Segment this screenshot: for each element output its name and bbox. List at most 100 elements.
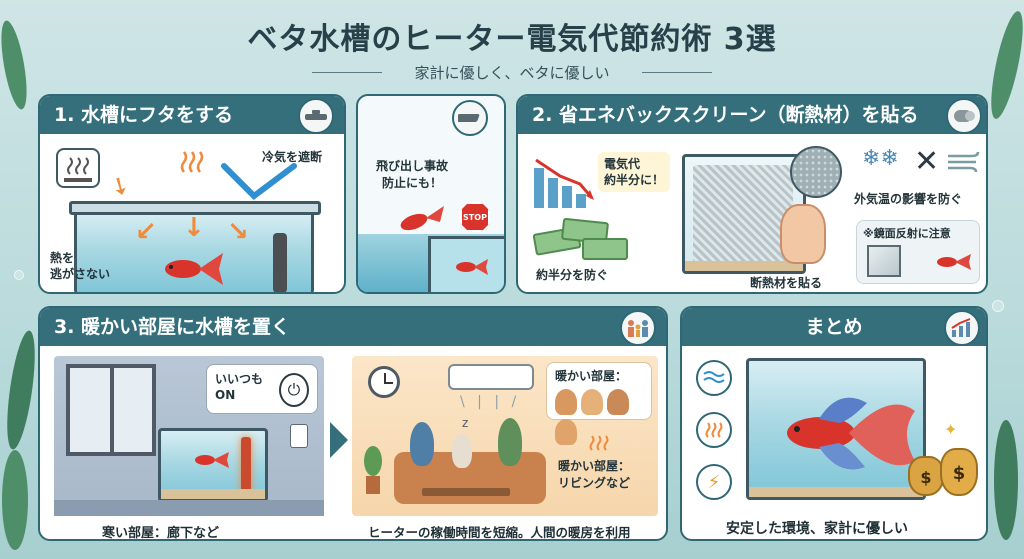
tank-sand <box>685 261 803 271</box>
transition-arrow-icon <box>330 422 348 458</box>
insulation-sheet <box>693 165 793 263</box>
money-bill-icon-3 <box>582 238 628 260</box>
heater-glowing-icon <box>241 437 251 493</box>
safety-note: 飛び出し事故 防止にも！ <box>376 159 449 190</box>
keep-heat-label: 熱を 逃がさない <box>50 251 111 281</box>
lid-icon <box>298 98 334 134</box>
section-insulation-header: 2. 省エネバックスクリーン（断熱材）を貼る <box>518 96 986 134</box>
half-cost-label: 電気代 約半分に！ <box>604 157 665 187</box>
cold-room-betta-icon <box>189 449 231 475</box>
page-title: ベタ水槽のヒーター電気代節約術 3選 <box>247 22 777 57</box>
window-icon <box>66 364 156 456</box>
money-bag-icon-1: $ <box>908 456 944 496</box>
warm-room-living-label: 暖かい部屋： リビングなど <box>558 459 631 490</box>
page-subtitle: 家計に優しく、ベタに優しい <box>414 64 610 82</box>
always-on-label: いいつも ON <box>215 372 264 402</box>
wind-icon <box>946 150 982 178</box>
warm-room-scene: \ | | / 暖かい部屋： 暖かい部屋： リビングなど z <box>352 356 658 516</box>
outside-temp-label: 外気温の影響を防ぐ <box>854 192 963 206</box>
heat-wave-icon <box>178 148 206 178</box>
section-warm-room-title: 3. 暖かい部屋に水槽を置く <box>54 316 291 338</box>
sparkle-icon: ✦ <box>944 420 958 439</box>
background-plants-right <box>984 0 1024 559</box>
air-conditioner-icon <box>448 364 534 390</box>
subtitle-line-right <box>642 72 712 73</box>
shorten-runtime-caption: ヒーターの稼働時間を短縮。人間の暖房を利用 <box>368 525 631 540</box>
lightning-icon: ⚡ <box>696 464 732 500</box>
cost-down-chart-icon <box>530 154 596 214</box>
hand-icon <box>780 204 826 264</box>
section-lid-title: 1. 水槽にフタをする <box>54 104 234 126</box>
cold-room-caption: 寒い部屋：廊下など <box>102 526 220 541</box>
jump-prevention-panel: 飛び出し事故 防止にも！ STOP <box>356 94 506 294</box>
insulation-closeup-icon <box>790 146 842 198</box>
sleep-mark: z <box>462 416 469 430</box>
section-insulation-panel: 2. 省エネバックスクリーン（断熱材）を貼る 電気代 約半分に！ 約半分を防ぐ … <box>516 94 988 294</box>
plug-icon: ⏻ <box>279 373 309 407</box>
bubble-1 <box>992 300 1004 312</box>
houseplant-icon <box>362 446 384 496</box>
section-warm-room-panel: 3. 暖かい部屋に水槽を置く いいつも ON ⏻ 寒い部屋： <box>38 306 668 541</box>
heat-circle-icon <box>696 412 732 448</box>
cold-deflect-arrow-icon <box>220 162 300 206</box>
section-warm-room-body: いいつも ON ⏻ 寒い部屋：廊下など \ | | / <box>40 346 666 541</box>
mirror-note-label: ※鏡面反射に注意 <box>863 227 951 240</box>
growth-chart-icon <box>944 310 980 346</box>
section-insulation-title: 2. 省エネバックスクリーン（断熱材）を貼る <box>532 104 919 126</box>
heat-arrow-icon-1: ➘ <box>104 168 136 204</box>
section-lid-body: ➘ 冷気を遮断 ↙ ↓ ↘ 熱を 逃がさない <box>40 134 344 292</box>
heat-return-arrow-right: ↘ <box>227 217 249 247</box>
heat-wave-small-icon <box>588 434 610 456</box>
section-warm-room-header: 3. 暖かい部屋に水槽を置く <box>40 308 666 346</box>
stop-sign-text: STOP <box>463 212 487 222</box>
cold-room-scene: いいつも ON ⏻ <box>54 356 324 516</box>
clock-icon <box>368 366 400 398</box>
summary-tank <box>746 358 926 500</box>
snowflake-icon: ❄❄ <box>862 146 899 171</box>
cold-block-label: 冷気を遮断 <box>262 150 323 164</box>
heat-return-arrow-mid: ↓ <box>183 213 205 243</box>
covered-tank: ↙ ↓ ↘ <box>69 201 321 292</box>
mini-betta-icon <box>450 256 490 282</box>
water-wave-icon <box>696 360 732 396</box>
summary-panel: まとめ ⚡ $ $ ✦ 安定した環境、家計に優しい <box>680 306 988 541</box>
subtitle-row: 家計に優しく、ベタに優しい <box>312 62 712 82</box>
mirror-icon <box>867 245 901 277</box>
person-right-icon <box>498 418 522 466</box>
summary-title: まとめ <box>805 316 863 338</box>
child-icon <box>452 434 472 468</box>
mirror-note-box: ※鏡面反射に注意 <box>856 220 980 284</box>
half-cost-callout: 電気代 約半分に！ <box>598 152 671 192</box>
section-lid-header: 1. 水槽にフタをする <box>40 96 344 134</box>
cold-tank-sand <box>161 489 265 499</box>
coffee-table-icon <box>422 488 510 496</box>
mirror-betta-icon <box>931 251 973 277</box>
lid-small-icon <box>452 100 488 136</box>
floor <box>54 500 324 516</box>
bubble-2 <box>14 270 24 280</box>
summary-header: まとめ <box>682 308 986 346</box>
betta-fish-icon <box>155 247 225 291</box>
family-faces-icon <box>553 389 651 449</box>
family-icon <box>620 310 656 346</box>
warm-air-lines: \ | | / <box>460 394 521 410</box>
summary-body: ⚡ $ $ ✦ 安定した環境、家計に優しい <box>682 346 986 539</box>
section-insulation-body: 電気代 約半分に！ 約半分を防ぐ 断熱材を貼る ❄❄ ✕ 外気温の影響を防ぐ ※… <box>518 134 986 292</box>
summary-tank-sand <box>749 487 923 497</box>
subtitle-line-left <box>312 72 382 73</box>
money-bag-symbol-2: $ <box>952 463 966 484</box>
stop-sign-icon: STOP <box>460 202 490 232</box>
heater-icon <box>273 233 287 292</box>
cold-room-tank <box>158 428 268 502</box>
warm-room-top-label: 暖かい部屋： <box>555 369 628 383</box>
summary-betta-icon <box>769 381 919 485</box>
wall-outlet-icon <box>290 424 308 448</box>
heat-rising-icon <box>56 148 100 188</box>
apply-insulation-label: 断熱材を貼る <box>750 276 823 290</box>
jumping-betta-icon <box>392 204 446 244</box>
section-lid-panel: 1. 水槽にフタをする ➘ 冷気を遮断 ↙ ↓ ↘ 熱を 逃がさない <box>38 94 346 294</box>
always-on-callout: いいつも ON ⏻ <box>206 364 318 414</box>
insulation-roll-icon <box>946 98 982 134</box>
money-bag-symbol-1: $ <box>920 468 932 487</box>
block-cross-icon: ✕ <box>914 144 940 179</box>
